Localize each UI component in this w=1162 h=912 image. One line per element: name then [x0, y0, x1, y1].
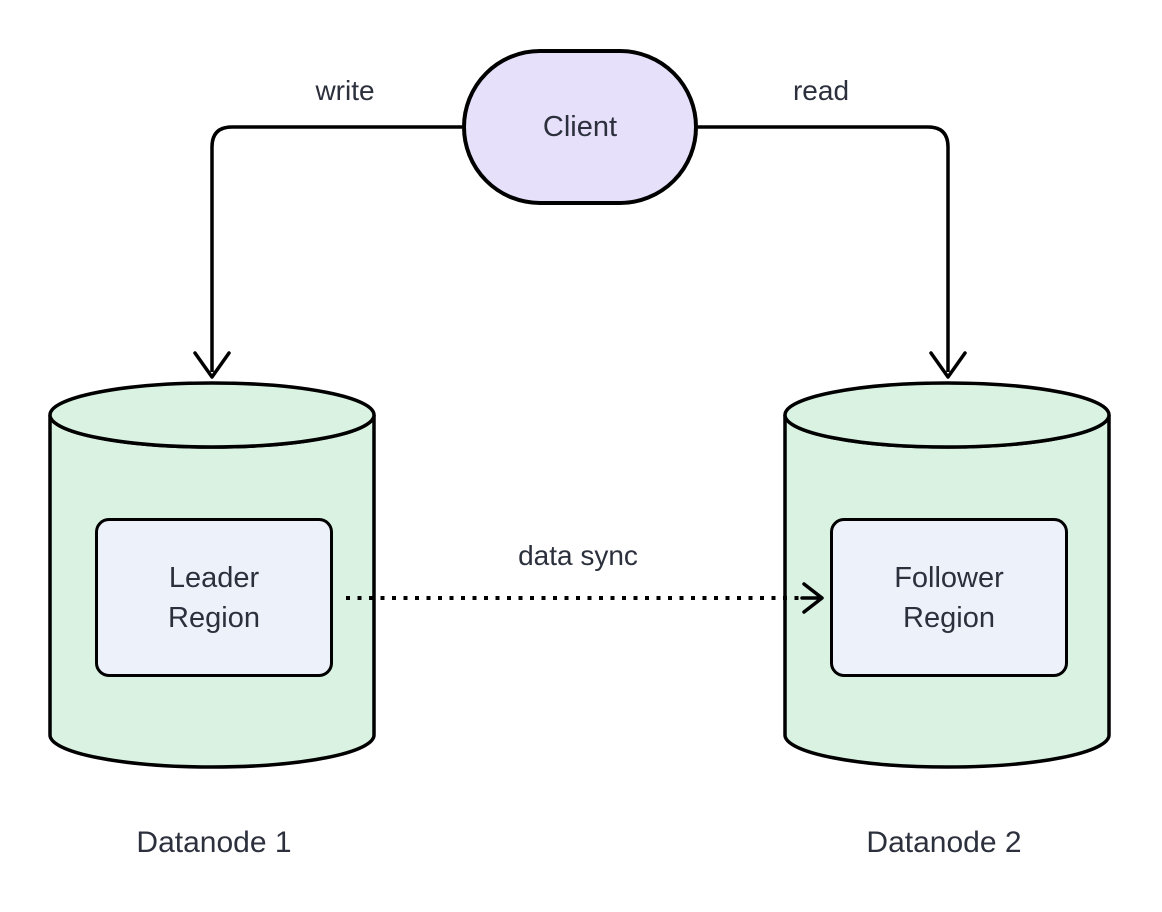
datanode2-caption: Datanode 2 — [866, 826, 1022, 859]
write-edge-label: write — [311, 75, 379, 107]
cylinder-top — [783, 381, 1111, 449]
sync-edge-label: data sync — [514, 540, 642, 572]
follower-region-box: Follower Region — [830, 518, 1068, 677]
arrowhead-down-icon — [193, 351, 231, 379]
leader-region-label-line2: Region — [168, 601, 260, 634]
leader-region-label-line1: Leader — [168, 561, 260, 594]
sync-edge — [346, 582, 824, 614]
client-node: Client — [462, 49, 698, 205]
write-edge — [193, 125, 462, 379]
write-edge-line — [210, 125, 462, 372]
client-label: Client — [542, 110, 618, 143]
read-edge — [698, 125, 967, 379]
arrowhead-right-icon — [800, 582, 824, 614]
follower-region-label-line2: Region — [903, 601, 995, 634]
read-edge-label: read — [788, 75, 854, 107]
cylinder-top — [48, 381, 376, 449]
datanode1-caption: Datanode 1 — [136, 826, 292, 859]
follower-region-label-line1: Follower — [894, 561, 1004, 594]
read-edge-line — [698, 125, 950, 372]
arrowhead-down-icon — [929, 351, 967, 379]
leader-region-box: Leader Region — [95, 518, 333, 677]
